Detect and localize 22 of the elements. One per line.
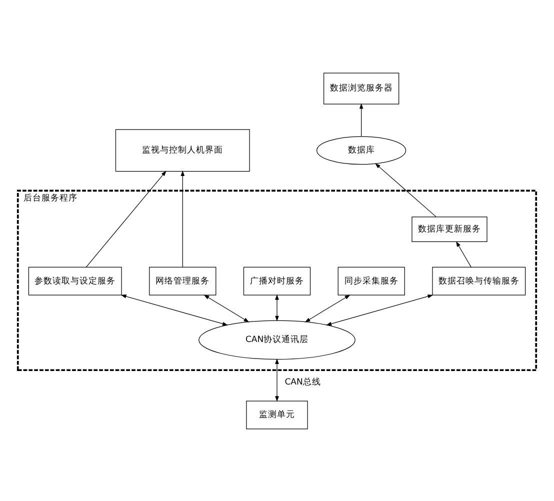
node-box: 监测单元 [246,400,308,429]
arrow [204,294,250,322]
node-ellipse: 数据库 [316,136,406,164]
node-box: 数据浏览服务器 [323,72,400,104]
node-box: 广播对时服务 [243,266,311,295]
arrow [326,294,434,326]
arrow [375,162,436,217]
arrow [180,170,185,267]
edge-label: CAN总线 [284,377,321,388]
arrow [120,294,228,326]
node-box: 同步采集服务 [338,266,405,295]
node-box: 监视与控制人机界面 [115,128,250,172]
arrow [304,294,350,322]
node-box: 网络管理服务 [149,266,216,295]
arrow [359,102,364,136]
arrow [456,240,472,267]
node-box: 数据库更新服务 [412,216,488,242]
arrow [275,294,279,321]
arrow [86,170,166,267]
node-box: 数据召唤与传输服务 [432,266,526,295]
node-box: 参数读取与设定服务 [28,266,122,295]
arrow [275,358,279,402]
